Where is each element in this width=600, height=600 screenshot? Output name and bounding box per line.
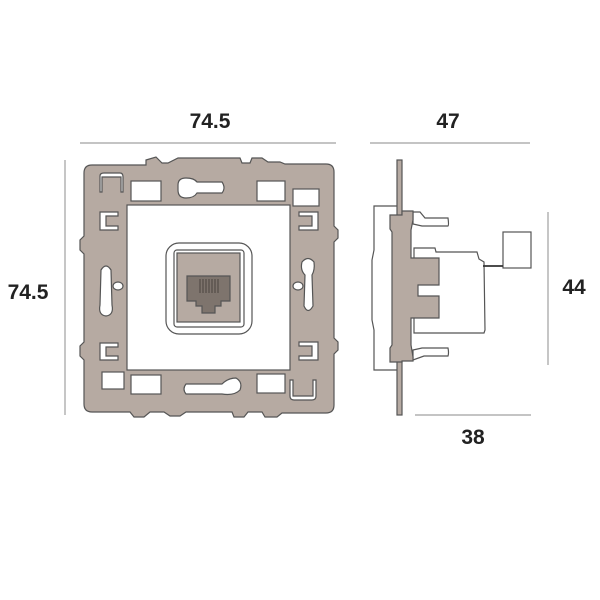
rj45-jack [165, 242, 253, 335]
side-view [371, 159, 532, 416]
side-connector [502, 231, 532, 269]
dimension-side-depth-body: 38 [461, 426, 485, 449]
dimension-side-height: 44 [562, 276, 586, 299]
rj45-port-icon [186, 275, 231, 314]
dimension-front-height: 74.5 [7, 281, 49, 304]
side-cover-outline [371, 205, 397, 371]
dimension-side-depth-total: 47 [436, 110, 460, 133]
dimension-front-width: 74.5 [189, 110, 231, 133]
side-frame-section [389, 210, 440, 363]
